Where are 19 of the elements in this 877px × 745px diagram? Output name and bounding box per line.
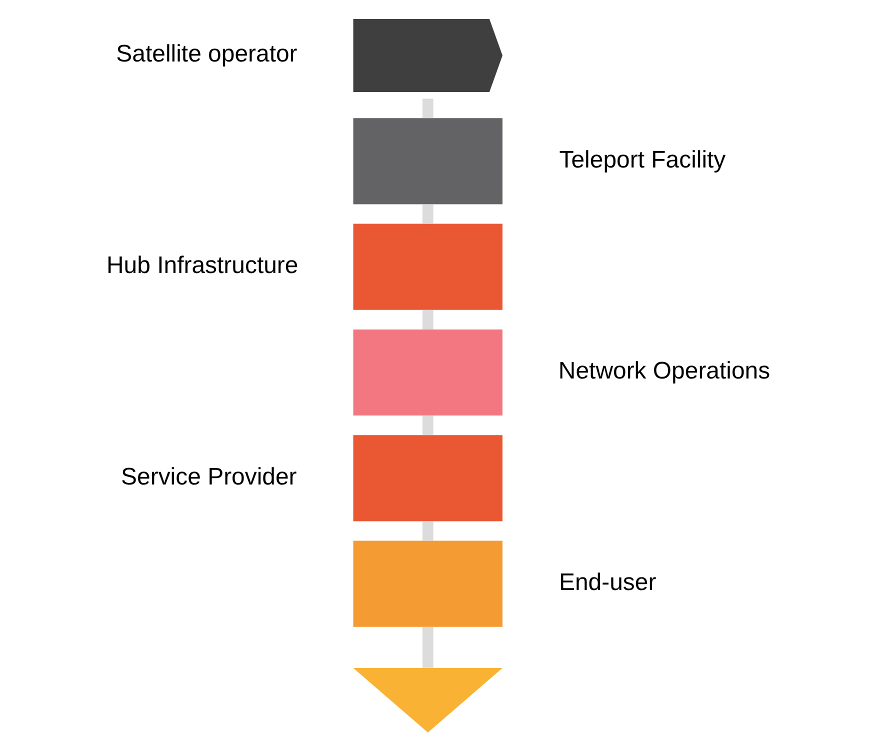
- node-label: Satellite operator: [116, 40, 298, 68]
- connector: [422, 310, 434, 330]
- node-box: [353, 435, 502, 522]
- node-chevron: [353, 19, 502, 92]
- node-triangle: [353, 668, 502, 733]
- node-label: Service Provider: [121, 463, 297, 490]
- connector: [422, 416, 434, 436]
- node-box: [353, 540, 502, 627]
- node-box: [353, 118, 502, 204]
- connector: [422, 98, 434, 118]
- node-label: Hub Infrastructure: [106, 252, 298, 279]
- connector: [422, 204, 434, 224]
- node-label: End-user: [559, 568, 656, 596]
- node-label: Teleport Facility: [559, 146, 726, 174]
- node-label: Network Operations: [558, 358, 770, 385]
- connector: [422, 521, 434, 541]
- node-box: [353, 224, 502, 310]
- connector: [422, 627, 434, 668]
- node-box: [353, 329, 502, 416]
